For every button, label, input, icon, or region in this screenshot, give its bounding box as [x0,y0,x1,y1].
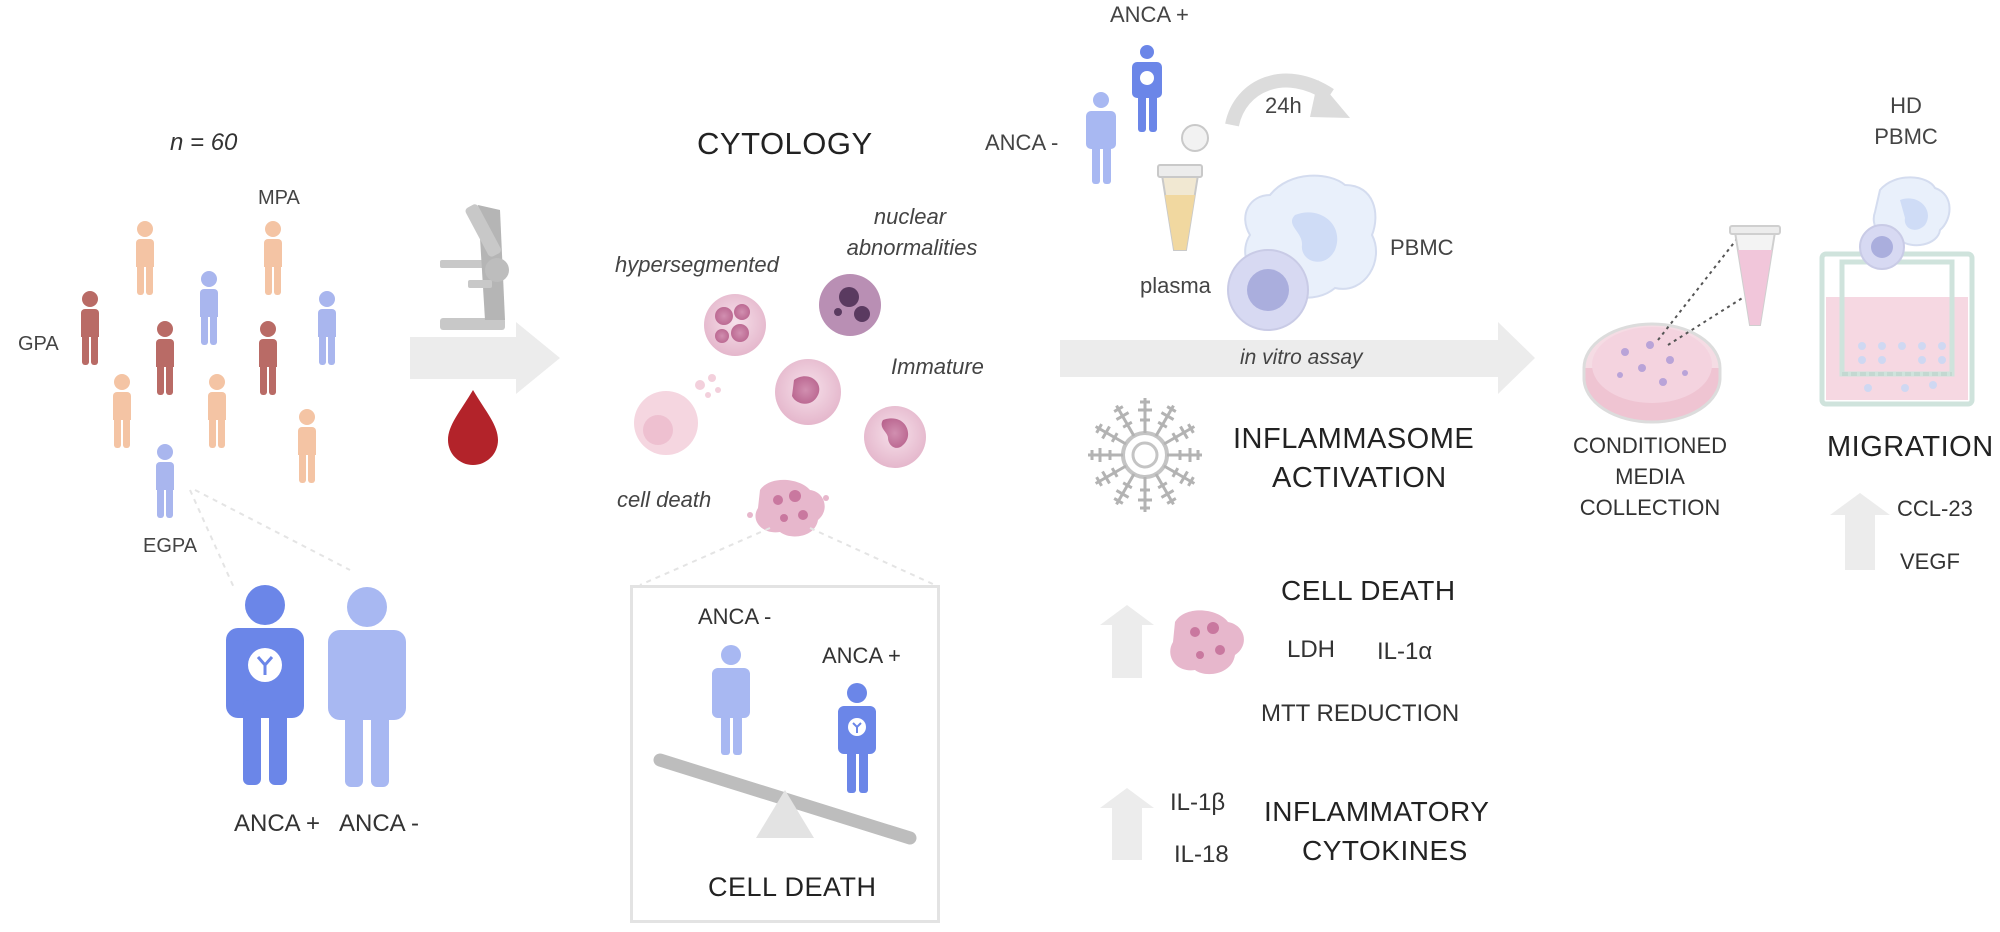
il1b-label: IL-1β [1170,789,1226,816]
inflammasome-label: INFLAMMASOME [1233,423,1475,455]
blood-drop-icon [448,390,498,465]
plasma-label: plasma [1140,273,1211,298]
inflammatory-label: INFLAMMATORY [1264,796,1490,827]
gpa-patient-icon [259,321,277,395]
balance-title: CELL DEATH [708,872,877,902]
anca-negative-label: ANCA - [339,810,420,837]
anca-positive-label: ANCA + [234,810,321,837]
vegf-label: VEGF [1900,549,1960,574]
mpa-patient-icon [208,374,226,448]
cell-death-box [630,585,940,923]
arrow-to-cytology [410,322,560,394]
gpa-patient-icon [156,321,174,395]
hd-pbmc-label: PBMC [1874,124,1938,149]
hd-label: HD [1890,93,1922,118]
mpa-patient-icon [264,221,282,295]
time-label: 24h [1265,93,1302,118]
immature-cell-icon [864,406,926,468]
egpa-patient-icon [200,271,218,345]
cohort-size: n = 60 [170,129,238,156]
gpa-label: GPA [18,333,59,355]
pbmc-label: PBMC [1390,235,1454,260]
abnormalities-label: abnormalities [846,235,978,260]
ccl23-label: CCL-23 [1897,496,1973,521]
balance-anca-positive-label: ANCA + [822,643,901,668]
dying-cell-icon [634,374,721,455]
anca-positive-person-large-icon [226,585,304,785]
anca-positive-person-icon [838,683,876,793]
egpa-patient-icon [156,444,174,518]
mpa-patient-icon [136,221,154,295]
hypersegmented-cell-icon [704,294,766,356]
egpa-patient-icon [318,291,336,365]
cell-death-label: cell death [617,487,712,512]
mpa-patient-icon [113,374,131,448]
transwell-icon [1819,251,1975,407]
nuclear-abnormality-cell-icon [819,274,881,336]
neutrophil-cell-icon [775,359,841,425]
anca-positive-donor-icon [1132,45,1162,132]
cell-debris-icon [747,479,829,537]
mpa-patient-icon [298,409,316,483]
media-label: MEDIA [1615,464,1685,489]
seesaw-balance-icon [653,753,917,845]
increase-arrow-migration [1830,493,1890,570]
time-arrow-icon [1225,73,1334,127]
egpa-label: EGPA [143,535,198,557]
il1a-label: IL-1α [1377,638,1433,665]
assay-anca-positive-label: ANCA + [1110,2,1189,27]
mtt-reduction-label: MTT REDUCTION [1261,700,1460,727]
microscope-icon [440,204,509,330]
conditioned-label: CONDITIONED [1573,433,1727,458]
ldh-label: LDH [1287,636,1336,663]
cytology-title: CYTOLOGY [697,126,873,161]
increase-arrow-cytokines [1100,788,1154,860]
cell-death-result-label: CELL DEATH [1281,575,1456,606]
in-vitro-assay-label: in vitro assay [1240,346,1363,369]
anca-negative-donor-icon [1086,92,1116,184]
collection-label: COLLECTION [1579,495,1721,520]
collection-tube-icon [1729,225,1781,326]
arrow-in-vitro-assay [1060,322,1535,394]
assay-anca-negative-label: ANCA - [985,130,1059,155]
cohort-group [81,221,336,518]
hypersegmented-label: hypersegmented [615,252,779,277]
pbmc-cell-icon [1227,174,1378,331]
anca-negative-person-icon [712,645,750,755]
mpa-label: MPA [258,187,300,209]
activation-label: ACTIVATION [1272,462,1447,494]
immature-label: Immature [891,354,984,379]
anca-negative-person-large-icon [328,587,406,787]
balance-anca-negative-label: ANCA - [698,604,772,629]
migration-title: MIGRATION [1827,431,1994,463]
petri-dish-icon [1582,322,1722,424]
nuclear-label: nuclear [873,204,947,229]
inflammasome-icon [1086,398,1204,514]
plasma-tube-icon [1157,124,1209,251]
increase-arrow-cell-death [1100,605,1154,678]
cell-death-icon [1170,610,1244,675]
il18-label: IL-18 [1174,841,1229,868]
gpa-patient-icon [81,291,99,365]
cytokines-label: CYTOKINES [1302,835,1468,866]
hd-pbmc-cell-icon [1859,176,1951,270]
